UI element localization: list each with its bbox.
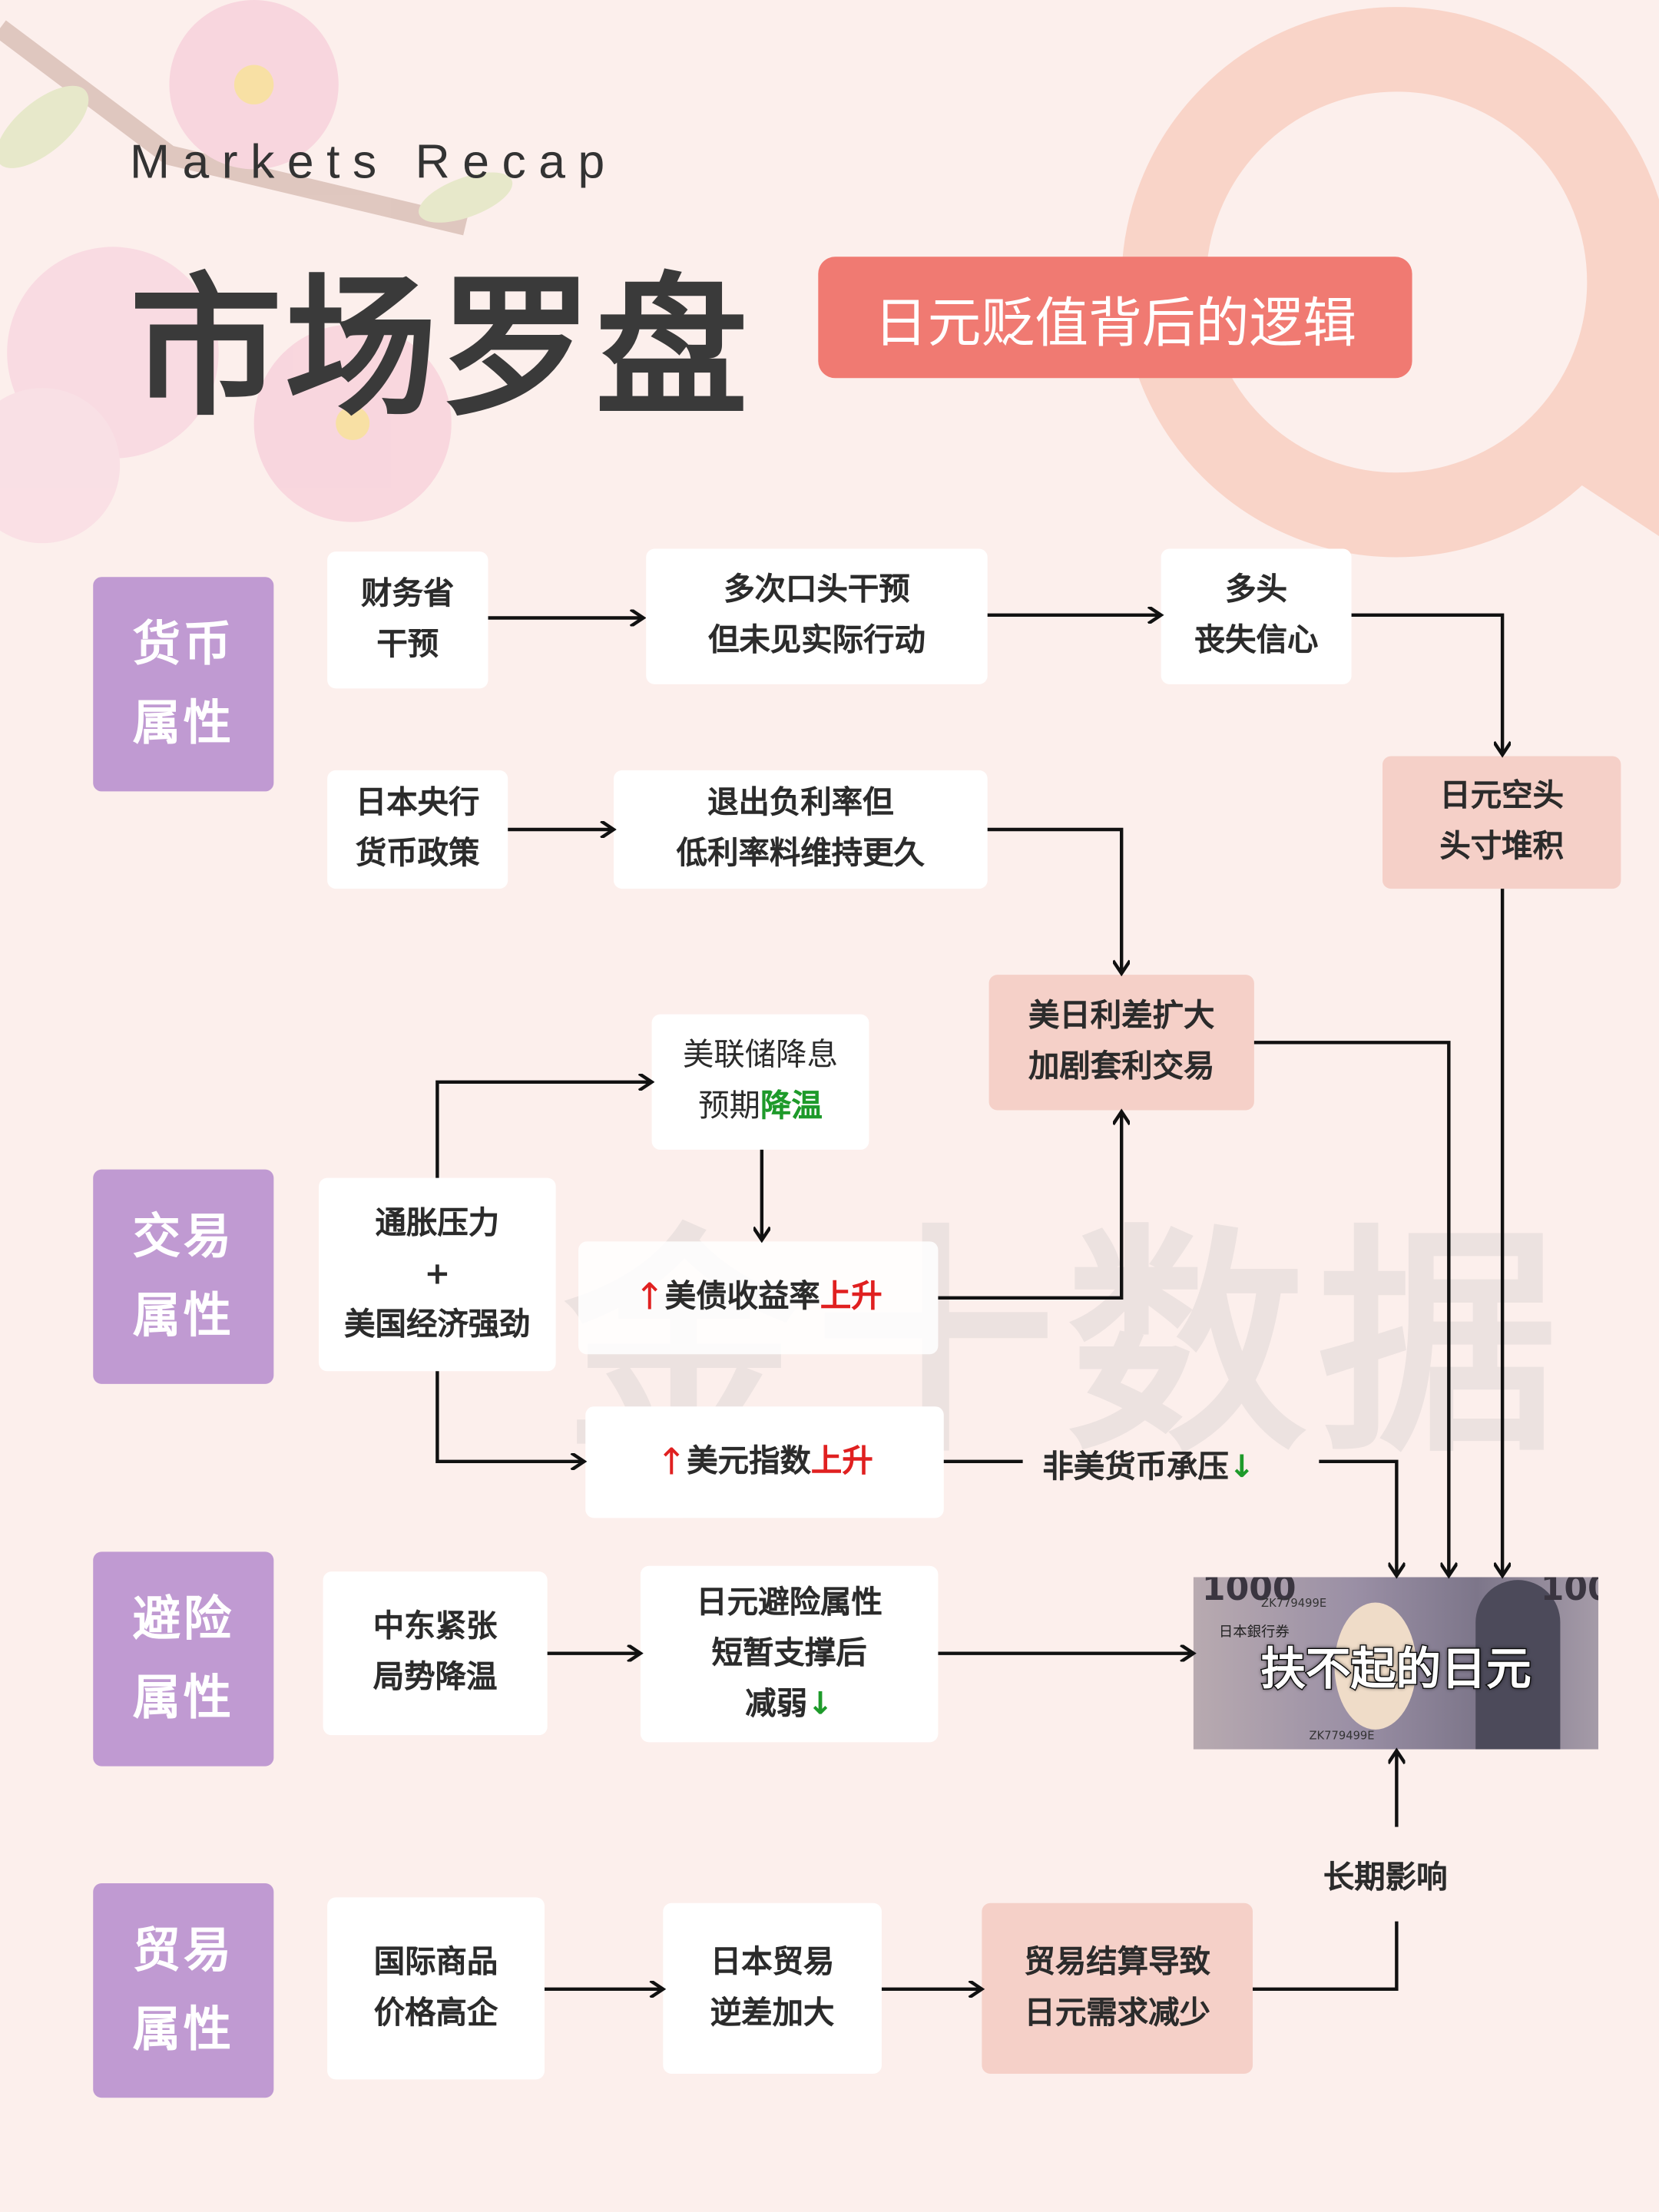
- banknote-denomination: 1000: [1201, 1577, 1296, 1608]
- node-commodity-prices: 国际商品价格高企: [327, 1897, 545, 2080]
- banknote-watermark-oval: [1334, 1602, 1417, 1730]
- node-inflation-economy: 通胀压力 + 美国经济强劲: [319, 1177, 556, 1372]
- node-boj-policy: 日本央行货币政策: [327, 770, 508, 889]
- node-text: 美联储降息: [682, 1038, 839, 1074]
- arrow-spread-to-result: [1253, 1041, 1449, 1575]
- node-verbal-intervention: 多次口头干预但未见实际行动: [646, 548, 988, 684]
- category-trade: 贸易属性: [93, 1883, 274, 2098]
- node-text: 中东紧张: [373, 1609, 498, 1645]
- banknote-portrait: [1475, 1580, 1561, 1750]
- node-text: 财务省: [361, 576, 455, 612]
- node-text: 国际商品: [373, 1944, 498, 1980]
- node-text: 日元空头: [1439, 778, 1565, 814]
- result-title: 扶不起的日元: [1260, 1641, 1532, 1697]
- topic-pill: 日元贬值背后的逻辑: [818, 257, 1412, 379]
- category-trading: 交易属性: [93, 1169, 274, 1384]
- node-text: 干预: [376, 627, 439, 663]
- node-text: 头寸堆积: [1439, 829, 1565, 865]
- banknote-denomination: 1000: [1540, 1577, 1598, 1608]
- arrow-nonusd-to-result: [1319, 1459, 1396, 1576]
- category-label: 属性: [132, 1670, 234, 1727]
- node-treasury-yield: ↑美债收益率上升: [578, 1241, 939, 1355]
- node-text: 但未见实际行动: [708, 623, 926, 659]
- category-label: 属性: [132, 2002, 234, 2058]
- line-settlement-to-longterm: [1253, 1921, 1399, 1991]
- arrow-longs-to-shorts: [1351, 613, 1503, 755]
- node-trade-deficit: 日本贸易逆差加大: [663, 1902, 882, 2074]
- header-subtitle: Markets Recap: [129, 135, 618, 190]
- arrow-inflation-to-dxy: [435, 1371, 584, 1462]
- category-label: 贸易: [132, 1922, 234, 1979]
- node-text: 局势降温: [373, 1660, 498, 1696]
- node-text: 多次口头干预: [724, 572, 910, 608]
- node-text: 加剧套利交易: [1028, 1049, 1215, 1085]
- trend-down-text: 降温: [760, 1088, 823, 1124]
- cherry-blossom-decoration: [0, 0, 513, 544]
- node-text: 丧失信心: [1194, 623, 1319, 659]
- node-text: 短暂支撑后: [711, 1635, 867, 1671]
- arrow-inflation-to-fed: [435, 1082, 651, 1178]
- category-currency: 货币属性: [93, 577, 274, 792]
- category-safe-haven: 避险属性: [93, 1551, 274, 1767]
- label-long-term-impact: 长期影响: [1323, 1860, 1448, 1896]
- yen-banknote-image: 1000 1000 ZK779499E 日本銀行券 ZK779499E 扶不起的…: [1193, 1577, 1599, 1750]
- node-text: 美日利差扩大: [1028, 998, 1215, 1035]
- node-text: 价格高企: [373, 1995, 498, 2031]
- trend-up-text: 上升: [820, 1279, 882, 1315]
- down-arrow-icon: ↓: [807, 1686, 833, 1722]
- node-text: 非美货币承压: [1042, 1450, 1229, 1486]
- up-arrow-icon: ↑: [656, 1441, 687, 1484]
- node-mof-intervention: 财务省干预: [327, 551, 488, 689]
- node-text: 预期: [698, 1088, 760, 1124]
- node-mideast-tension: 中东紧张局势降温: [323, 1571, 548, 1736]
- node-text: 货币政策: [355, 836, 480, 873]
- category-label: 避险: [132, 1591, 234, 1648]
- node-text: 减弱: [745, 1686, 808, 1722]
- node-text: 通胀压力: [375, 1205, 500, 1241]
- category-label: 属性: [132, 695, 234, 752]
- node-text: +: [424, 1256, 451, 1292]
- category-label: 属性: [132, 1287, 234, 1345]
- node-text: 日本央行: [355, 786, 480, 821]
- node-fed-cut-expectations: 美联储降息预期降温: [651, 1014, 869, 1150]
- page-title: 市场罗盘: [129, 260, 751, 438]
- down-arrow-icon: ↓: [1228, 1450, 1255, 1486]
- node-text: 美债收益率: [664, 1279, 820, 1315]
- node-exit-negative-rates: 退出负利率但低利率料维持更久: [613, 770, 988, 889]
- category-label: 交易: [132, 1209, 234, 1266]
- banknote-serial: ZK779499E: [1309, 1729, 1375, 1743]
- node-rate-spread: 美日利差扩大加剧套利交易: [988, 975, 1254, 1111]
- node-text: 逆差加大: [710, 1995, 835, 2031]
- node-text: 美国经济强劲: [344, 1306, 531, 1343]
- node-text: 低利率料维持更久: [676, 836, 925, 873]
- arrow-exit-to-spread: [987, 827, 1121, 973]
- node-text: 美元指数: [687, 1443, 811, 1479]
- trend-up-text: 上升: [810, 1443, 873, 1479]
- node-text: 日本贸易: [710, 1944, 835, 1980]
- node-text: 贸易结算导致: [1024, 1944, 1210, 1980]
- node-text: 多头: [1225, 572, 1288, 608]
- node-trade-settlement: 贸易结算导致日元需求减少: [982, 1902, 1253, 2074]
- category-label: 货币: [132, 616, 234, 674]
- up-arrow-icon: ↑: [634, 1277, 665, 1320]
- node-text: 退出负利率但: [707, 786, 894, 821]
- banknote-serial: ZK779499E: [1261, 1597, 1327, 1610]
- node-text: 日元需求减少: [1024, 1995, 1210, 2031]
- node-text: 日元避险属性: [696, 1584, 882, 1621]
- arrow-yield-to-spread: [938, 1111, 1121, 1300]
- node-longs-lose-confidence: 多头丧失信心: [1161, 548, 1352, 684]
- node-safe-haven-weakening: 日元避险属性短暂支撑后减弱↓: [640, 1565, 939, 1743]
- node-dollar-index: ↑美元指数上升: [585, 1406, 944, 1518]
- label-non-usd-pressure: 非美货币承压↓: [1042, 1442, 1254, 1487]
- node-short-positions: 日元空头头寸堆积: [1382, 756, 1621, 889]
- banknote-issuer: 日本銀行券: [1218, 1624, 1290, 1641]
